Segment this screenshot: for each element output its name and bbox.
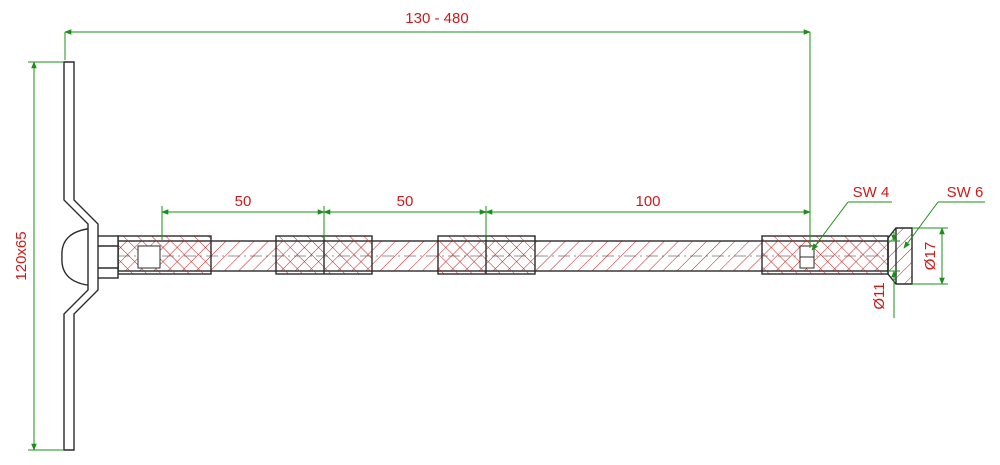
- spacer-sleeve-3: [437, 235, 536, 275]
- spacer-sleeve-1: [117, 235, 212, 275]
- dim-wrench-sw4: SW 4: [811, 184, 892, 251]
- wing-plate: [63, 61, 99, 451]
- head-diameter-label: Ø17: [922, 242, 939, 270]
- dim-head-diameter: Ø17: [912, 227, 948, 285]
- wrench-size-2-label: SW 6: [947, 184, 984, 201]
- shaft-diameter-label: Ø11: [871, 282, 888, 309]
- spacer-2-label: 50: [397, 193, 414, 210]
- plate-size-label: 120x65: [13, 231, 30, 280]
- dim-spacer-3: 100: [485, 193, 811, 215]
- spacer-3-label: 100: [635, 193, 660, 210]
- overall-length-label: 130 - 480: [405, 10, 468, 27]
- countersunk-screw-head: [887, 227, 913, 285]
- dim-spacer-1: 50: [161, 193, 325, 240]
- wrench-size-1-label: SW 4: [853, 184, 890, 201]
- spacer-sleeve-end: [761, 235, 889, 275]
- dim-plate-size: 120x65: [13, 61, 64, 451]
- dim-wrench-sw6: SW 6: [903, 184, 985, 249]
- hex-nut: [95, 235, 119, 279]
- spacer-1-label: 50: [235, 193, 252, 210]
- dim-shaft-diameter: Ø11: [871, 232, 900, 318]
- spacer-sleeve-2: [275, 235, 373, 275]
- dim-spacer-2: 50: [323, 193, 487, 240]
